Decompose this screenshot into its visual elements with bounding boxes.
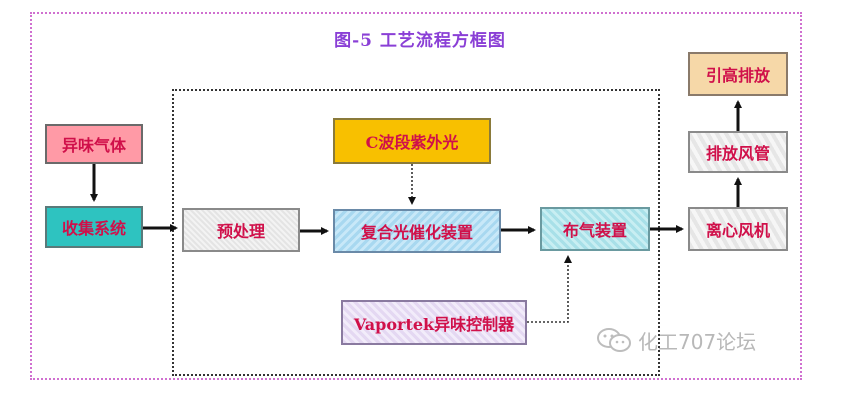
photocatalysis-device-label: 复合光催化装置 [360,223,473,242]
vaportek-controller-label: Vaportek异味控制器 [353,314,515,334]
collection-system-box: 收集系统 [45,206,143,248]
high-discharge-box: 引高排放 [688,52,788,96]
odor-gas-box: 异味气体 [45,124,143,164]
centrifugal-fan-label: 离心风机 [705,221,770,240]
pretreatment-label: 预处理 [216,222,265,241]
uvc-light-label: C波段紫外光 [365,133,459,152]
exhaust-duct-box: 排放风管 [688,131,788,173]
gas-distribution-box: 布气装置 [540,207,650,251]
exhaust-duct-label: 排放风管 [705,144,770,163]
arrow-vaportek-to-gas-distribution [527,255,572,323]
photocatalysis-device-box: 复合光催化装置 [333,209,501,253]
watermark: 化工707论坛 [596,325,756,355]
vaportek-controller-box: Vaportek异味控制器 [341,300,527,345]
outer-frame [30,12,802,380]
centrifugal-fan-box: 离心风机 [688,207,788,251]
diagram-title: 图-5 工艺流程方框图 [334,31,506,51]
chat-bubbles-icon [597,328,631,352]
odor-gas-label: 异味气体 [61,136,126,155]
gas-distribution-label: 布气装置 [562,221,627,240]
high-discharge-label: 引高排放 [705,66,770,85]
watermark-text: 化工707论坛 [638,329,757,354]
pretreatment-box: 预处理 [182,208,300,252]
uvc-light-box: C波段紫外光 [333,118,491,164]
collection-system-label: 收集系统 [61,219,126,238]
process-group-box [172,89,660,376]
